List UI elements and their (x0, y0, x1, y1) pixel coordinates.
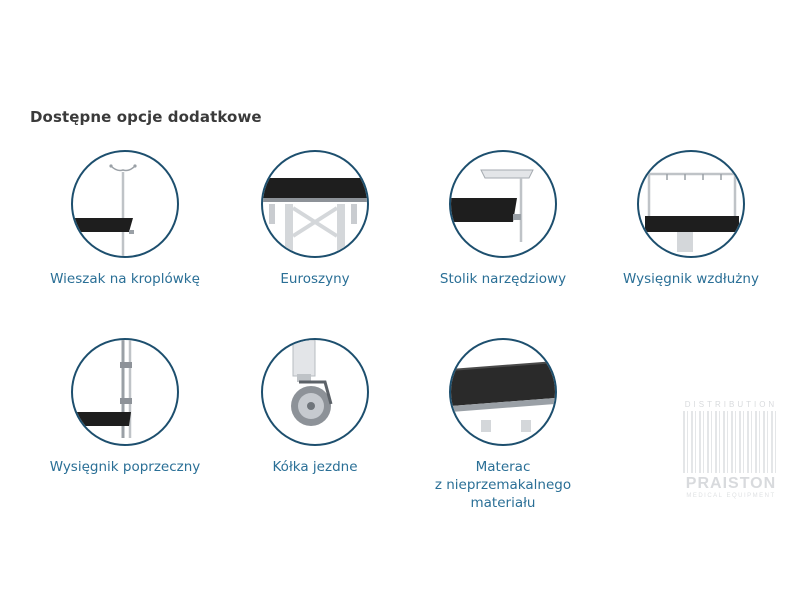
option-thumbnail (261, 338, 369, 446)
option-label: Wieszak na kroplówkę (50, 271, 200, 287)
option-label: Euroszyny (280, 271, 350, 287)
option-longitudinal-boom[interactable]: Wysięgnik wzdłużny (596, 150, 786, 288)
option-label: Materac z nieprzemakalnego materiału (408, 458, 598, 512)
watermark-top-text: DISTRIBUTION (684, 400, 778, 409)
option-iv-pole[interactable]: Wieszak na kroplówkę (30, 150, 220, 288)
longitudinal-boom-icon (645, 172, 739, 252)
mattress-icon (451, 361, 555, 432)
option-label: Wysięgnik wzdłużny (623, 271, 759, 287)
option-label-line: materiału (470, 495, 536, 511)
option-label: Wysięgnik poprzeczny (49, 459, 201, 475)
option-castor-wheels[interactable]: Kółka jezdne (220, 338, 410, 476)
option-thumbnail (449, 338, 557, 446)
brand-watermark: DISTRIBUTION PRAISTON MEDICAL EQUIPMENT (676, 400, 786, 520)
option-thumbnail (71, 338, 179, 446)
option-instrument-tray[interactable]: Stolik narzędziowy (408, 150, 598, 288)
watermark-brand: PRAISTON (685, 475, 777, 492)
iv-pole-icon (73, 164, 137, 256)
watermark-subtitle: MEDICAL EQUIPMENT (686, 493, 776, 499)
option-mattress[interactable]: Materac z nieprzemakalnego materiału (408, 338, 598, 512)
option-thumbnail (637, 150, 745, 258)
euro-rails-icon (263, 178, 367, 256)
option-label: Kółka jezdne (272, 459, 358, 475)
option-euro-rails[interactable]: Euroszyny (220, 150, 410, 288)
option-thumbnail (449, 150, 557, 258)
option-label: Stolik narzędziowy (439, 271, 567, 287)
option-thumbnail (71, 150, 179, 258)
option-transverse-boom[interactable]: Wysięgnik poprzeczny (30, 338, 220, 476)
transverse-boom-icon (73, 340, 132, 438)
barcode-logo-icon (683, 411, 779, 473)
page-title: Dostępne opcje dodatkowe (30, 108, 262, 126)
option-label-line: z nieprzemakalnego (434, 477, 572, 493)
option-thumbnail (261, 150, 369, 258)
castor-wheels-icon (291, 340, 333, 426)
instrument-tray-icon (451, 169, 534, 242)
option-label-line: Materac (475, 459, 531, 475)
